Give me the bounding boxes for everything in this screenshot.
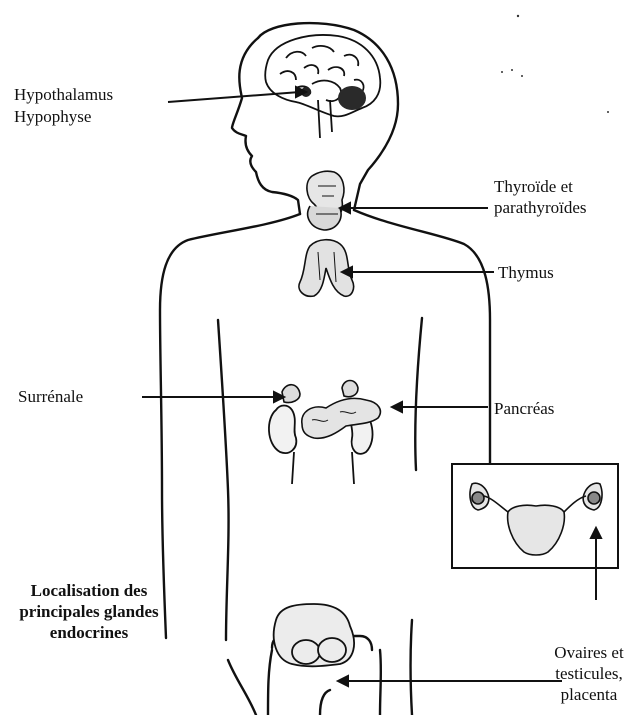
reproductive-inset	[452, 464, 618, 568]
label-hypothalamus: Hypothalamus	[14, 84, 113, 105]
label-thymus: Thymus	[498, 262, 554, 283]
testes	[274, 604, 354, 666]
scan-specks	[501, 15, 609, 113]
label-pancreas: Pancréas	[494, 398, 554, 419]
brain	[265, 35, 380, 138]
thyroid-gland	[307, 171, 344, 230]
figure-caption: Localisation des principales glandes end…	[4, 580, 174, 643]
label-surrenale: Surrénale	[18, 386, 83, 407]
cerebellum	[338, 86, 366, 110]
label-hypophyse: Hypophyse	[14, 106, 91, 127]
label-ovaires: Ovaires et testicules, placenta	[552, 642, 626, 705]
thymus-gland	[299, 240, 354, 297]
label-thyroide: Thyroïde et parathyroïdes	[494, 176, 587, 218]
